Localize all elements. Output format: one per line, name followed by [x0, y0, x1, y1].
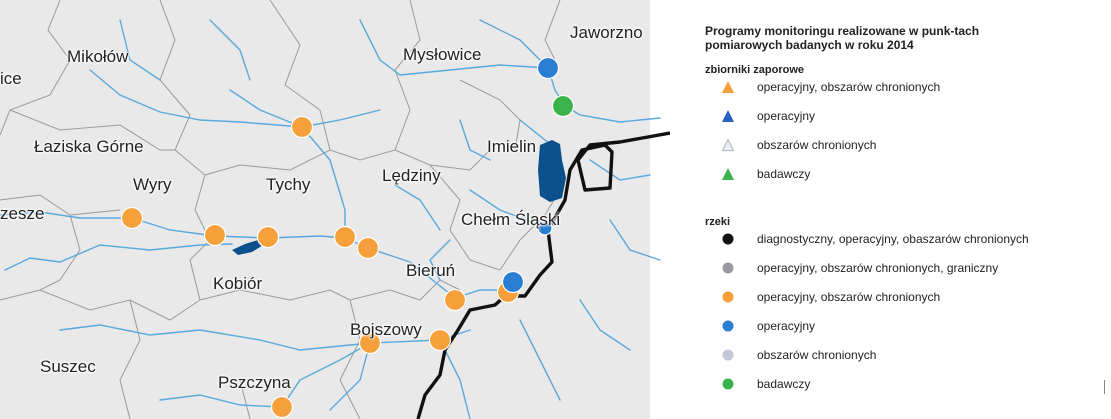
place-label: Pszczyna: [218, 373, 291, 392]
district-boundaries: [0, 0, 561, 419]
place-label: Chełm Śląski: [461, 210, 561, 229]
black-circle-icon: [722, 233, 734, 245]
place-label: Lędziny: [382, 166, 441, 185]
legend-item: obszarów chronionych: [705, 348, 1105, 377]
point-orange: [358, 331, 382, 355]
map-area: Mikołów ice Mysłowice Jaworzno Łaziska G…: [0, 0, 670, 419]
point-orange: [333, 225, 357, 249]
point-blue: [537, 220, 553, 236]
blue-triangle-icon: [722, 110, 734, 122]
reservoir-paprocany: [232, 240, 265, 255]
point-green: [551, 94, 575, 118]
outline-triangle-icon: [721, 138, 735, 152]
legend-item-label: obszarów chronionych: [757, 348, 877, 362]
legend-item-label: operacyjny, obszarów chronionych: [757, 290, 941, 304]
legend-item-label: obszarów chronionych: [757, 138, 877, 152]
legend-item: diagnostyczny, operacyjny, obaszarów chr…: [705, 232, 1105, 261]
legend-item-label: badawczy: [757, 167, 811, 181]
legend-section-heading-reservoirs: zbiorniki zaporowe: [705, 64, 805, 76]
place-label: Mikołów: [67, 47, 129, 66]
legend-item-label: operacyjny: [757, 109, 816, 123]
place-label: Imielin: [487, 137, 537, 156]
blue-circle-icon: [722, 320, 734, 332]
point-orange: [443, 288, 467, 312]
legend-item: operacyjny, obszarów chronionych: [705, 80, 1105, 109]
point-orange: [270, 395, 294, 419]
map-legend: Programy monitoringu realizowane w punk-…: [705, 24, 1105, 397]
place-label: Wyry: [133, 175, 172, 194]
legend-item: operacyjny: [705, 109, 1105, 138]
reservoir-imielin: [538, 140, 566, 202]
place-label: Mysłowice: [403, 45, 482, 64]
green-circle-icon: [722, 378, 734, 390]
light-grey-circle-icon: [722, 349, 734, 361]
point-orange: [428, 328, 452, 352]
map-canvas: [0, 0, 670, 419]
orange-circle-icon: [722, 291, 734, 303]
legend-title: Programy monitoringu realizowane w punk-…: [705, 24, 980, 52]
place-label: Tychy: [266, 175, 311, 194]
point-blue: [501, 270, 525, 294]
place-label: Bieruń: [406, 261, 456, 280]
legend-item: operacyjny, obszarów chronionych, granic…: [705, 261, 1105, 290]
place-label: Kobiór: [213, 274, 263, 293]
legend-section-heading-rivers: rzeki: [705, 216, 731, 228]
place-label: zesze: [0, 204, 45, 223]
green-triangle-icon: [722, 168, 734, 180]
point-orange: [120, 206, 144, 230]
place-label: ice: [0, 69, 22, 88]
rivers: [0, 19, 661, 419]
river-monitoring-points: [120, 56, 575, 419]
legend-item-label: operacyjny: [757, 319, 816, 333]
place-label: Łaziska Górne: [34, 137, 144, 156]
orange-triangle-icon: [722, 81, 734, 93]
point-orange: [290, 115, 314, 139]
point-orange: [203, 223, 227, 247]
legend-item: operacyjny: [705, 319, 1105, 348]
page-edge-mark: [1104, 380, 1108, 394]
point-orange: [356, 236, 380, 260]
grey-circle-icon: [722, 262, 734, 274]
legend-item-label: operacyjny, obszarów chronionych, granic…: [757, 261, 999, 275]
point-blue: [536, 56, 560, 80]
legend-item-label: badawczy: [757, 377, 811, 391]
place-label: Suszec: [40, 357, 96, 376]
map-right-strip: [650, 0, 670, 419]
legend-item: badawczy: [705, 377, 1105, 397]
point-orange: [256, 225, 280, 249]
legend-item: obszarów chronionych: [705, 138, 1105, 167]
place-label: Jaworzno: [570, 23, 643, 42]
legend-item-label: diagnostyczny, operacyjny, obaszarów chr…: [757, 232, 1029, 246]
legend-item: badawczy: [705, 167, 1105, 196]
place-label: Bojszowy: [350, 320, 422, 339]
legend-item-label: operacyjny, obszarów chronionych: [757, 80, 941, 94]
legend-item: operacyjny, obszarów chronionych: [705, 290, 1105, 319]
